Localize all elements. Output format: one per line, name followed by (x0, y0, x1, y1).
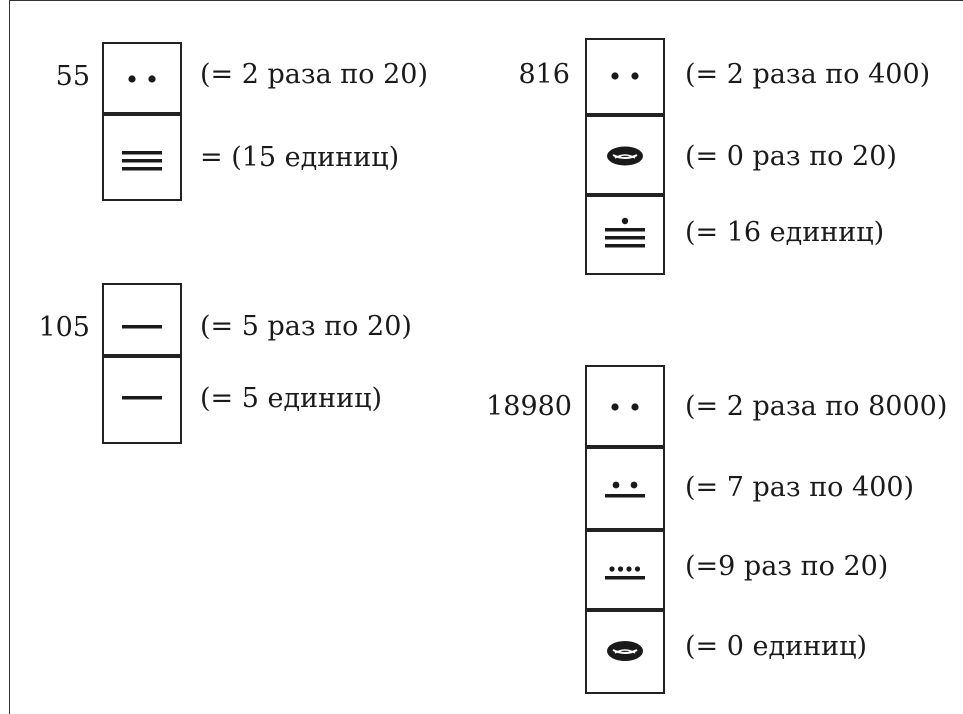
row-label: (= 0 раз по 20) (685, 141, 897, 172)
shell-zero-glyph (607, 146, 643, 166)
two-dots-over-bar-glyph (605, 481, 645, 498)
numeral-value-55: 55 (55, 61, 90, 92)
shell-zero-glyph (607, 641, 643, 661)
glyph-cell-two-dots (585, 365, 665, 447)
two-dots-glyph (611, 403, 639, 411)
glyph-cell-shell (585, 115, 665, 195)
glyph-cell-dot-over-three-bars (585, 195, 665, 275)
row-label: (= 2 раза по 400) (685, 59, 931, 90)
numeral-value-105: 105 (38, 312, 90, 343)
numeral-value-816: 816 (518, 59, 570, 90)
row-label: (=9 раз по 20) (685, 551, 889, 582)
row-label: (= 2 раза по 8000) (685, 391, 948, 422)
row-label: (= 16 единиц) (685, 217, 885, 248)
row-label: = (15 единиц) (200, 142, 400, 173)
one-bar-glyph (122, 396, 162, 400)
glyph-cell-one-bar (102, 356, 182, 444)
three-bars-glyph (122, 151, 162, 171)
four-dots-over-bar-glyph (605, 566, 645, 580)
one-bar-glyph (122, 325, 162, 329)
numeral-value-18980: 18980 (486, 391, 572, 422)
row-label: (= 7 раз по 400) (685, 472, 915, 503)
row-label: (= 2 раза по 20) (200, 59, 429, 90)
glyph-cell-two-dots-over-bar (585, 447, 665, 530)
glyph-cell-four-dots-over-bar (585, 530, 665, 610)
glyph-cell-three-bars (102, 114, 182, 201)
dot-over-three-bars-glyph (605, 217, 645, 248)
glyph-cell-two-dots (585, 38, 665, 115)
glyph-cell-two-dots (102, 42, 182, 114)
glyph-cell-one-bar (102, 283, 182, 356)
row-label: (= 0 единиц) (685, 631, 867, 662)
two-dots-glyph (611, 72, 639, 80)
row-label: (= 5 раз по 20) (200, 311, 412, 342)
row-label: (= 5 единиц) (200, 383, 382, 414)
two-dots-glyph (128, 75, 156, 83)
figure-frame (9, 0, 963, 714)
glyph-cell-shell (585, 610, 665, 694)
